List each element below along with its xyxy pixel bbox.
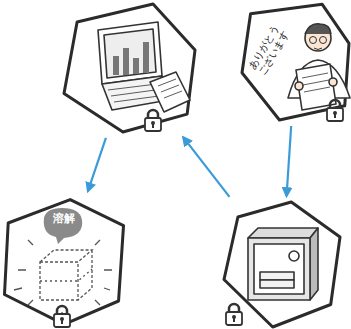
flow-arrow — [287, 126, 292, 196]
hexagon-panel — [62, 2, 197, 134]
bubble-text: 溶解 — [46, 213, 82, 226]
flow-arrow — [183, 137, 229, 197]
hexagon-panel: ありがとう ございます — [240, 0, 351, 122]
hexagon-outline — [242, 4, 349, 120]
flow-arrow — [88, 138, 106, 191]
hexagon-outline — [62, 2, 197, 134]
hexagon-outline — [64, 4, 195, 132]
hexagon-outline — [222, 200, 342, 329]
hexagon-outline — [4, 200, 123, 325]
hexagon-panel — [222, 200, 342, 329]
padlock-icon — [226, 304, 242, 325]
hexagon-outline — [224, 202, 340, 327]
hexagon-panel: 溶解 — [0, 195, 128, 329]
